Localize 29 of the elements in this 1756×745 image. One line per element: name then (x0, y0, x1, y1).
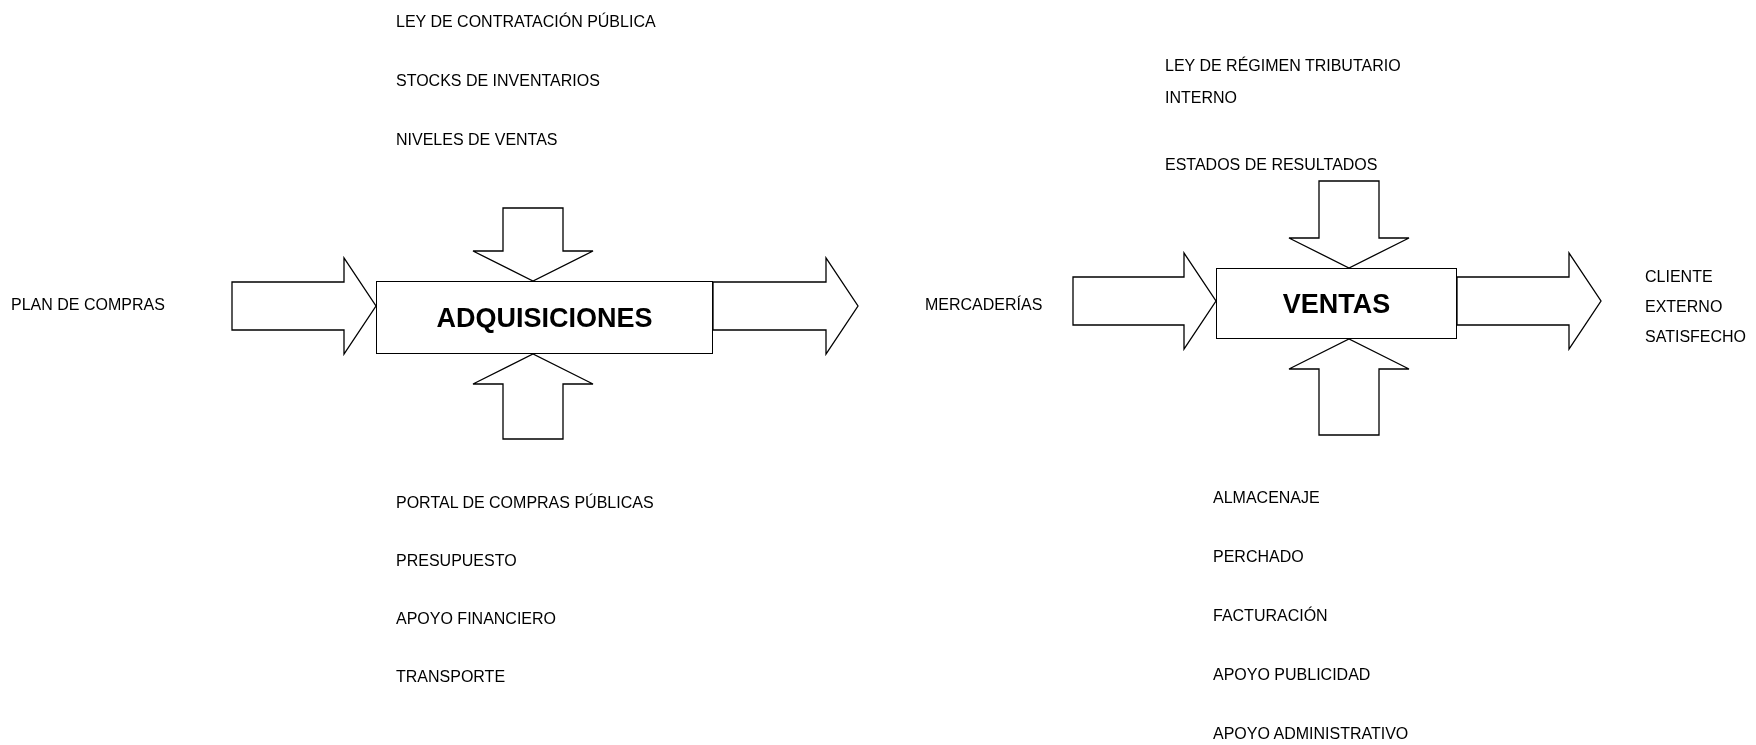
box-title: VENTAS (1282, 287, 1391, 320)
block-arrow (231, 255, 377, 357)
block-arrow (1456, 250, 1602, 352)
input-label: NIVELES DE VENTAS (396, 130, 559, 150)
process-box (1216, 268, 1457, 339)
block-arrow (1072, 250, 1217, 352)
input-label: TRANSPORTE (396, 667, 507, 687)
process-box (376, 281, 713, 354)
input-label: CLIENTE EXTERNO SATISFECHO (1645, 267, 1748, 347)
block-arrow (1288, 180, 1410, 269)
block-arrow (1288, 338, 1410, 436)
input-label: LEY DE CONTRATACIÓN PÚBLICA (396, 11, 657, 32)
input-label: APOYO ADMINISTRATIVO (1213, 724, 1410, 744)
input-label: PLAN DE COMPRAS (11, 295, 166, 315)
block-arrow (472, 353, 594, 440)
input-label: ALMACENAJE (1213, 488, 1321, 508)
input-label: APOYO PUBLICIDAD (1213, 665, 1372, 685)
input-label: STOCKS DE INVENTARIOS (396, 71, 601, 91)
input-label: APOYO FINANCIERO (396, 609, 558, 629)
input-label: PORTAL DE COMPRAS PÚBLICAS (396, 492, 655, 513)
input-label: PERCHADO (1213, 547, 1305, 567)
input-label: ESTADOS DE RESULTADOS (1165, 155, 1379, 175)
input-label: FACTURACIÓN (1213, 605, 1329, 626)
block-arrow (472, 207, 594, 282)
input-label: MERCADERÍAS (925, 294, 1044, 315)
input-label: PRESUPUESTO (396, 551, 518, 571)
box-title: ADQUISICIONES (436, 301, 653, 334)
input-label: LEY DE RÉGIMEN TRIBUTARIO INTERNO (1165, 55, 1402, 108)
block-arrow (712, 255, 859, 357)
